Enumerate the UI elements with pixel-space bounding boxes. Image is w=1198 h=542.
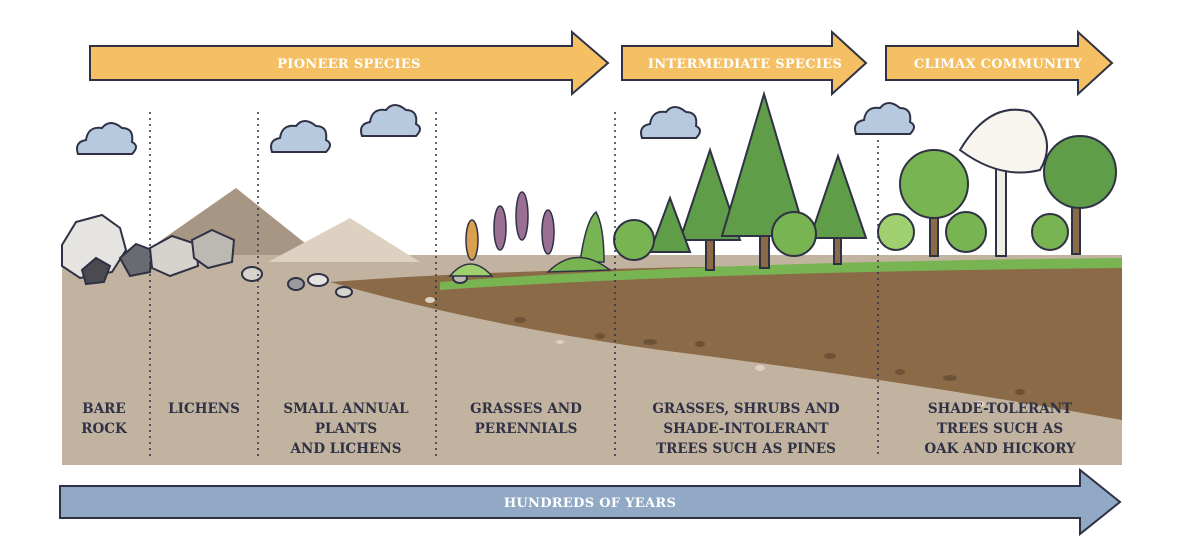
perennial-plants <box>448 191 613 277</box>
stage-label-line: TREES SUCH AS <box>937 421 1063 437</box>
cloud <box>360 104 421 137</box>
stage-arrow-pioneer: PIONEER SPECIES <box>89 29 610 97</box>
stage-label-line: SMALL ANNUAL <box>283 401 409 417</box>
stage-label-line: TREES SUCH AS PINES <box>656 441 836 457</box>
stage-label-line: OAK AND HICKORY <box>924 441 1076 457</box>
timeline-arrow: HUNDREDS OF YEARS <box>59 467 1122 537</box>
stage-arrow-label: INTERMEDIATE SPECIES <box>648 57 842 72</box>
cloud <box>854 102 915 135</box>
stage-labels: BARE ROCK LICHENS SMALL ANNUAL PLANTS AN… <box>81 401 1076 457</box>
stage-label-line: SHADE-INTOLERANT <box>663 421 828 437</box>
stage-label-line: SHADE-TOLERANT <box>928 401 1072 417</box>
stage-label-line: PERENNIALS <box>475 421 578 437</box>
stage-label-line: LICHENS <box>168 401 240 417</box>
stage-label-line: PLANTS <box>315 421 377 437</box>
stage-dividers <box>149 112 879 456</box>
cloud <box>76 122 137 155</box>
stage-label-line: AND LICHENS <box>290 441 402 457</box>
mountain <box>140 188 320 255</box>
grass-strip <box>440 258 1122 290</box>
cloud <box>640 106 701 139</box>
pine-trees <box>613 90 868 271</box>
stage-arrow-label: CLIMAX COMMUNITY <box>914 57 1083 72</box>
cloud <box>270 120 331 153</box>
mountain-small <box>268 218 420 262</box>
timeline-label: HUNDREDS OF YEARS <box>504 496 676 511</box>
stage-arrow-label: PIONEER SPECIES <box>277 57 421 72</box>
stage-arrow-intermediate: INTERMEDIATE SPECIES <box>621 29 868 97</box>
clouds <box>76 102 915 155</box>
stage-label-line: BARE <box>82 401 125 417</box>
deciduous-trees <box>877 108 1117 257</box>
dark-soil <box>330 264 1122 420</box>
stage-label-line: ROCK <box>81 421 128 437</box>
stage-arrow-climax: CLIMAX COMMUNITY <box>885 29 1114 97</box>
ground <box>62 188 1122 465</box>
stage-label-line: GRASSES, SHRUBS AND <box>652 401 840 417</box>
rocks <box>61 213 468 298</box>
stage-label-line: GRASSES AND <box>470 401 582 417</box>
